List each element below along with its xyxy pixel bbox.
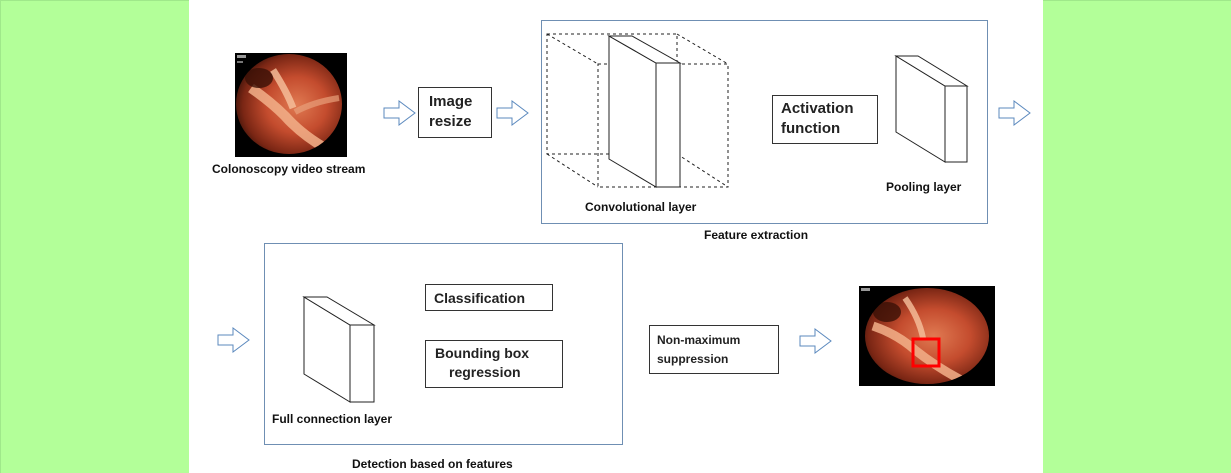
input-label: Colonoscopy video stream <box>212 162 366 176</box>
feature-extraction-panel <box>541 20 988 224</box>
classification-box: Classification <box>425 284 553 311</box>
full-connection-layer-graphic <box>302 296 376 403</box>
arrow-right-icon <box>383 100 416 126</box>
classification-label: Classification <box>434 290 526 306</box>
detection-bounding-box <box>911 337 941 368</box>
detection-title: Detection based on features <box>352 457 513 471</box>
image-resize-line-2: resize <box>429 113 472 130</box>
feature-extraction-title: Feature extraction <box>704 228 809 242</box>
arrow-right-icon <box>998 100 1031 126</box>
pooling-layer-label: Pooling layer <box>886 180 962 194</box>
activation-function-line-2: function <box>781 120 841 137</box>
nms-line-1: Non-maximum <box>657 333 741 347</box>
diagram-canvas: Colonoscopy video stream Image resize Ac… <box>189 0 1043 473</box>
convolutional-layer-graphic <box>546 33 729 188</box>
bounding-box-regression-box: Bounding box regression <box>425 340 563 388</box>
nms-box: Non-maximum suppression <box>649 325 779 374</box>
full-connection-layer-label: Full connection layer <box>272 412 393 426</box>
arrow-right-icon <box>496 100 529 126</box>
bounding-box-regression-line-2: regression <box>449 364 521 380</box>
diagram-graphics <box>217 33 1031 403</box>
detection-panel <box>264 243 623 445</box>
arrow-right-icon <box>217 327 250 353</box>
colonoscopy-input-image <box>235 53 347 157</box>
activation-function-line-1: Activation <box>781 100 854 117</box>
image-resize-box: Image resize <box>418 87 492 138</box>
bounding-box-regression-line-1: Bounding box <box>435 345 530 361</box>
detection-output-image <box>859 286 995 386</box>
right-margin-band <box>1043 0 1231 473</box>
left-margin-band <box>0 0 189 473</box>
pooling-layer-graphic <box>894 55 969 163</box>
activation-function-box: Activation function <box>772 95 878 144</box>
image-resize-line-1: Image <box>429 93 473 110</box>
convolutional-layer-label: Convolutional layer <box>585 200 697 214</box>
nms-line-2: suppression <box>657 352 729 366</box>
arrow-right-icon <box>799 328 832 354</box>
